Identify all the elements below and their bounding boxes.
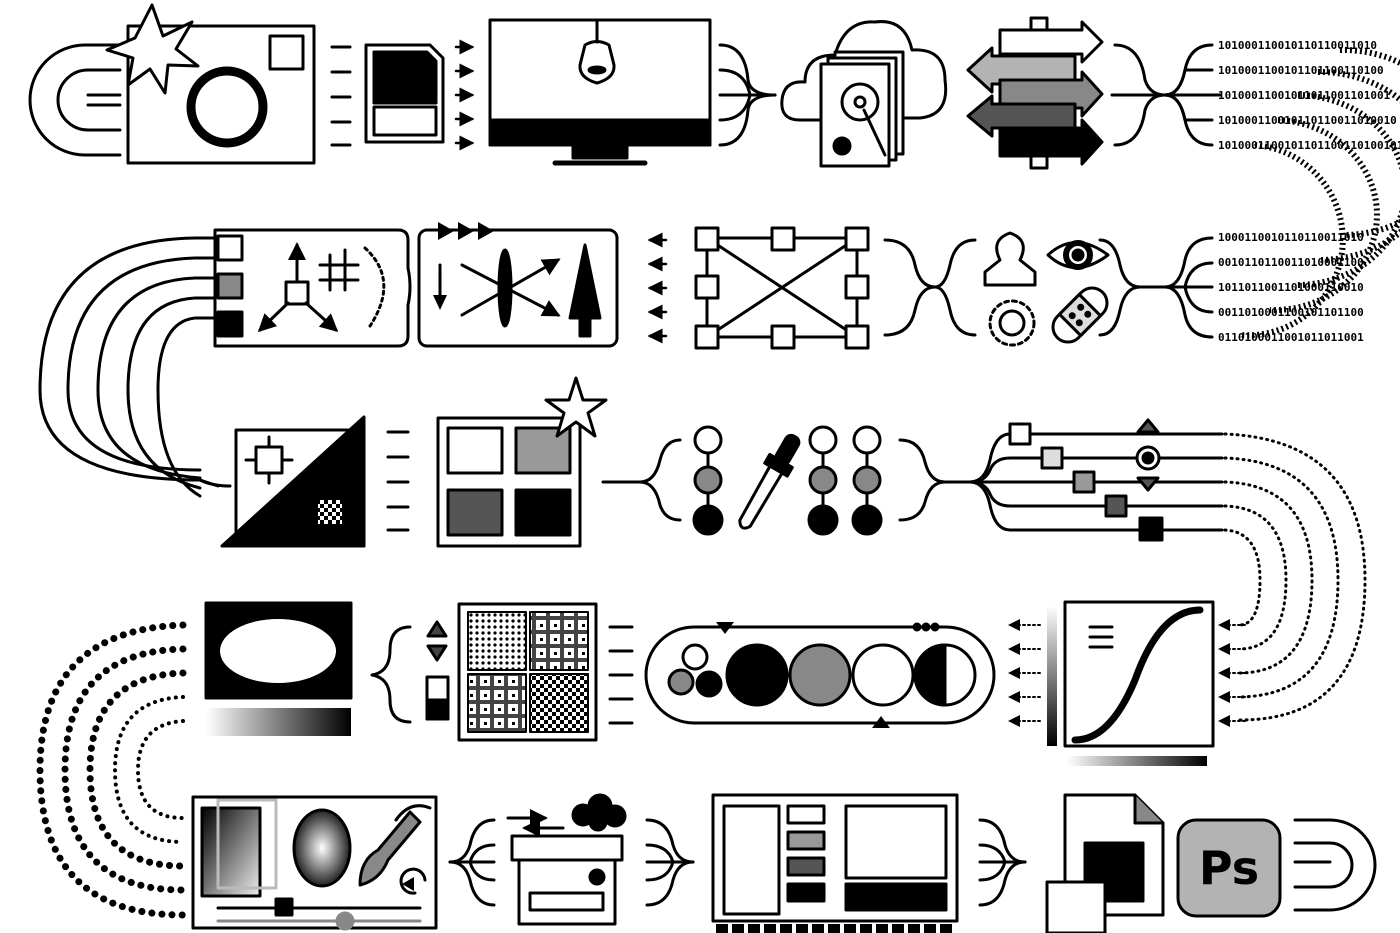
grid-transform-icon (694, 226, 870, 350)
binary-arc-stream (1239, 46, 1400, 339)
connector-fan (1110, 43, 1222, 147)
connector-fan (718, 43, 777, 147)
start-loop-icon (28, 43, 122, 157)
connector-arrows (454, 39, 475, 151)
pattern-grid-icon (457, 602, 598, 742)
connector-fan (898, 438, 972, 522)
vignette-mask-icon (204, 601, 353, 736)
connector-fan (645, 818, 695, 907)
return-loop-icon (38, 236, 232, 498)
photoshop-label: Ps (1199, 841, 1259, 895)
connector-arrows (1008, 619, 1246, 727)
connector-fan (883, 238, 977, 337)
tone-circles-icon (644, 622, 996, 728)
toggle-brace-icon (370, 620, 450, 724)
binary-row: 101000110010110110011010010 (1218, 114, 1397, 127)
dotted-return-arcs-fine (113, 695, 185, 844)
perspective-arrows-icon (417, 222, 619, 348)
connector-fan (448, 818, 496, 907)
binary-row: 1011011001101000110010 (1218, 281, 1364, 294)
binary-row: 0011010001100101101100 (1218, 306, 1364, 319)
connector-arrows (647, 232, 668, 344)
connector-fan (978, 818, 1027, 907)
end-loop-icon (1293, 818, 1377, 912)
connector-fan (601, 438, 682, 522)
monitor-lamp-icon (488, 18, 712, 166)
connector-fan (1098, 236, 1214, 339)
signpost-arrows-icon (966, 16, 1104, 170)
binary-row: 1010001100101101100110100101 (1218, 139, 1400, 152)
gradient-brush-icon (191, 795, 438, 931)
binary-row: 0010110110011010001100 (1218, 256, 1364, 269)
document-export-icon (1045, 793, 1165, 933)
sd-card-icon (364, 43, 445, 144)
archive-box-icon (506, 793, 627, 926)
camera-flash-icon (105, 3, 316, 165)
eyedropper-icon (692, 425, 883, 536)
binary-row: 1000110010110110011010 (1218, 231, 1364, 244)
dotted-return-arcs (1223, 432, 1367, 722)
photoshop-icon (1176, 818, 1282, 918)
binary-row: 101000110010110110011010 (1218, 39, 1377, 52)
binary-row: 1010001100101101100110100 (1218, 64, 1384, 77)
crop-triangle-icon (220, 415, 366, 548)
binary-stream-lower: 1000110010110110011010 00101101100110100… (1218, 231, 1364, 344)
level-sliders-icon (968, 418, 1224, 542)
stamp-eye-bandage-icon (983, 231, 1110, 347)
binary-row: 0110100011001011011001 (1218, 331, 1364, 344)
connector-dashes (608, 625, 634, 725)
cloud-hard-drive-icon (780, 20, 948, 168)
dotted-return-arcs (36, 621, 187, 919)
panel-layout-icon (711, 793, 959, 933)
crop-rotate-icon (213, 228, 412, 348)
binary-stream-icon: 101000110010110110011010 101000110010110… (1218, 39, 1400, 152)
curves-icon (1047, 600, 1215, 766)
connector-dashes (386, 430, 410, 532)
connector-dashes (330, 45, 352, 147)
photoshop-tile (1176, 818, 1282, 918)
color-swatches-icon (436, 376, 608, 548)
